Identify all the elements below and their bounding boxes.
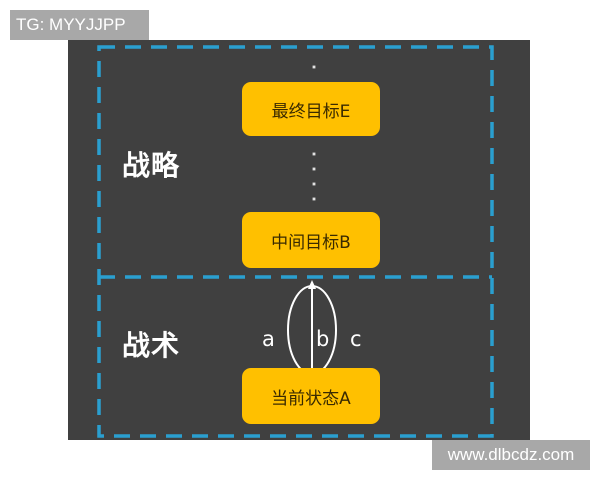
path-label-b: b	[316, 327, 330, 351]
ellipsis-dot	[312, 167, 316, 171]
ellipsis-dot	[312, 152, 316, 156]
arrow-head-icon	[308, 280, 316, 289]
node-intermediate-goal-label: 中间目标B	[271, 232, 351, 253]
node-intermediate-goal: 中间目标B	[242, 212, 380, 268]
node-final-goal: 最终目标E	[242, 82, 380, 136]
node-current-state: 当前状态A	[242, 368, 380, 424]
path-label-c: c	[350, 327, 362, 351]
outer-dashed-border	[97, 45, 494, 438]
path-label-a: a	[262, 327, 275, 351]
node-current-state-label: 当前状态A	[271, 388, 351, 409]
ellipsis-dot	[312, 65, 316, 69]
node-final-goal-label: 最终目标E	[271, 101, 351, 122]
ellipsis-dot	[312, 197, 316, 201]
section-label-strategy: 战略	[122, 149, 181, 182]
ellipsis-dot	[312, 182, 316, 186]
section-label-tactics: 战术	[122, 329, 181, 362]
watermark-top-left: TG: MYYJJPP	[10, 10, 149, 40]
watermark-bottom-right: www.dlbcdz.com	[432, 440, 590, 470]
